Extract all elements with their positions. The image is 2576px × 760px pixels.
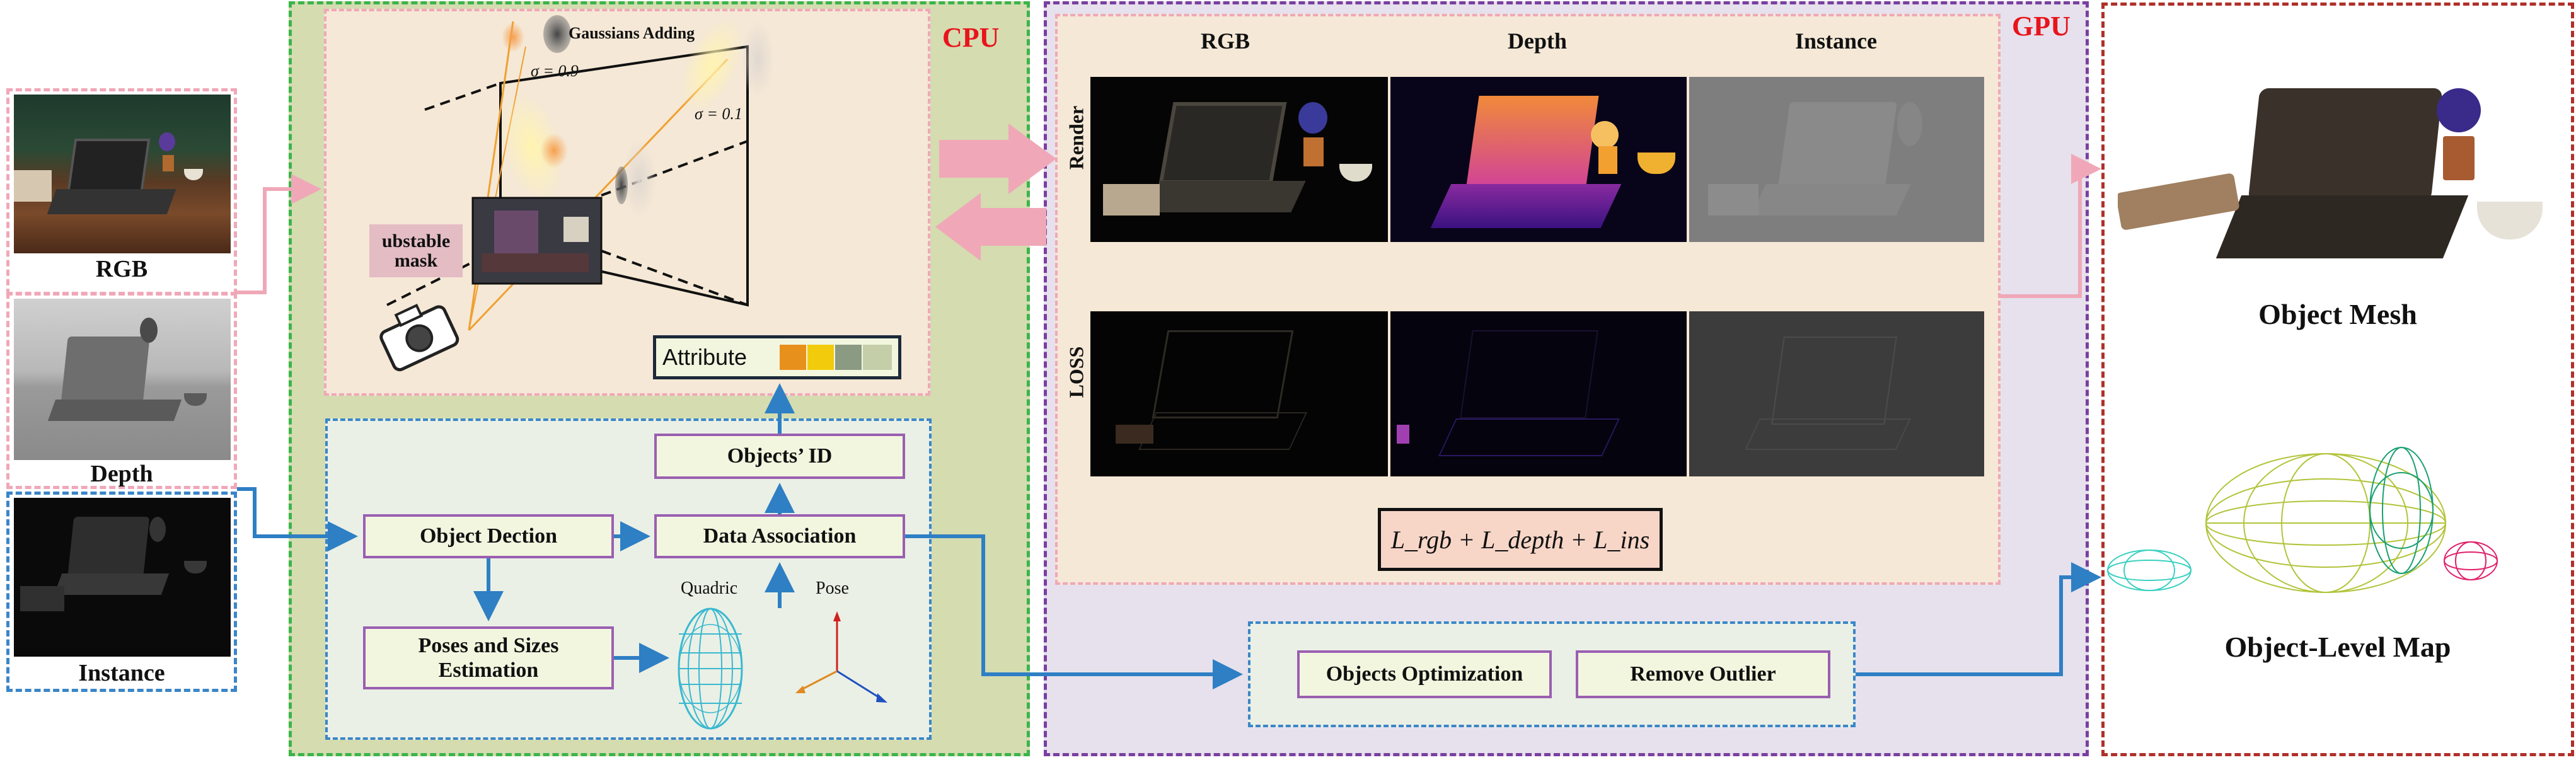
quadric-label: Quadric — [681, 579, 738, 598]
object-mesh-image — [2118, 76, 2559, 265]
pose-label: Pose — [816, 579, 849, 598]
input-rgb-image — [14, 95, 231, 253]
cpu-title: CPU — [942, 22, 1000, 53]
loss-depth-image — [1390, 311, 1687, 476]
input-instance-image — [14, 498, 231, 657]
attribute-swatch-4 — [863, 345, 892, 370]
input-rgb-label: RGB — [95, 256, 148, 282]
gaussians-adding-label: Gaussians Adding — [569, 24, 695, 42]
unstable-mask-line2: mask — [394, 250, 438, 271]
objects-id-node: Objects’ ID — [654, 434, 905, 479]
attribute-swatch-3 — [835, 345, 862, 370]
input-depth-label: Depth — [90, 461, 153, 487]
attribute-box: Attribute — [653, 335, 901, 379]
arrow-cpu-to-gpu — [939, 124, 1056, 194]
render-instance-image — [1689, 77, 1984, 242]
objects-optimization-node: Objects Optimization — [1297, 650, 1552, 698]
input-depth-image — [14, 299, 231, 460]
poses-sizes-node: Poses and Sizes Estimation — [363, 626, 614, 689]
data-association-node: Data Association — [654, 514, 905, 558]
col-rgb-label: RGB — [1200, 28, 1250, 54]
poses-sizes-line1: Poses and Sizes — [418, 633, 559, 657]
loss-formula: L_rgb + L_depth + L_ins — [1390, 525, 1650, 554]
render-depth-image — [1390, 77, 1687, 242]
sigma-low-label: σ = 0.1 — [695, 105, 742, 123]
gpu-title: GPU — [2012, 11, 2071, 42]
loss-rgb-image — [1090, 311, 1388, 476]
arrow-rgb-to-scene — [237, 174, 321, 294]
attribute-swatch-1 — [780, 345, 806, 370]
arrow-depth-to-detection — [237, 487, 358, 551]
sigma-high-label: σ = 0.9 — [531, 62, 579, 80]
loss-formula-box: L_rgb + L_depth + L_ins — [1378, 508, 1663, 571]
poses-sizes-line2: Estimation — [438, 659, 539, 682]
quadric-ellipsoid-icon — [678, 607, 743, 730]
arrow-gpu-to-cpu — [935, 193, 1046, 261]
remove-outlier-node: Remove Outlier — [1576, 650, 1830, 698]
input-instance-frame — [6, 492, 237, 692]
object-level-map-illustration — [2107, 447, 2498, 593]
arrow-association-to-optimization — [905, 534, 1243, 689]
input-depth-frame — [6, 292, 237, 489]
gaussian-scene-illustration — [379, 15, 774, 372]
object-detection-node: Object Dection — [363, 514, 614, 558]
col-depth-label: Depth — [1507, 28, 1567, 54]
loss-instance-image — [1689, 311, 1984, 476]
object-level-map-label: Object-Level Map — [2224, 631, 2451, 663]
render-rgb-image — [1090, 77, 1388, 242]
attribute-swatch-2 — [807, 345, 834, 370]
input-instance-label: Instance — [78, 660, 165, 686]
arrow-render-to-mesh — [2001, 154, 2101, 298]
object-mesh-label: Object Mesh — [2258, 298, 2417, 330]
col-instance-label: Instance — [1794, 28, 1877, 54]
unstable-mask-tag: ubstable mask — [369, 224, 463, 277]
arrow-optimization-to-map — [1856, 562, 2101, 676]
attribute-label: Attribute — [662, 344, 748, 370]
pose-axes-icon — [795, 611, 887, 703]
unstable-mask-line1: ubstable — [381, 230, 451, 251]
